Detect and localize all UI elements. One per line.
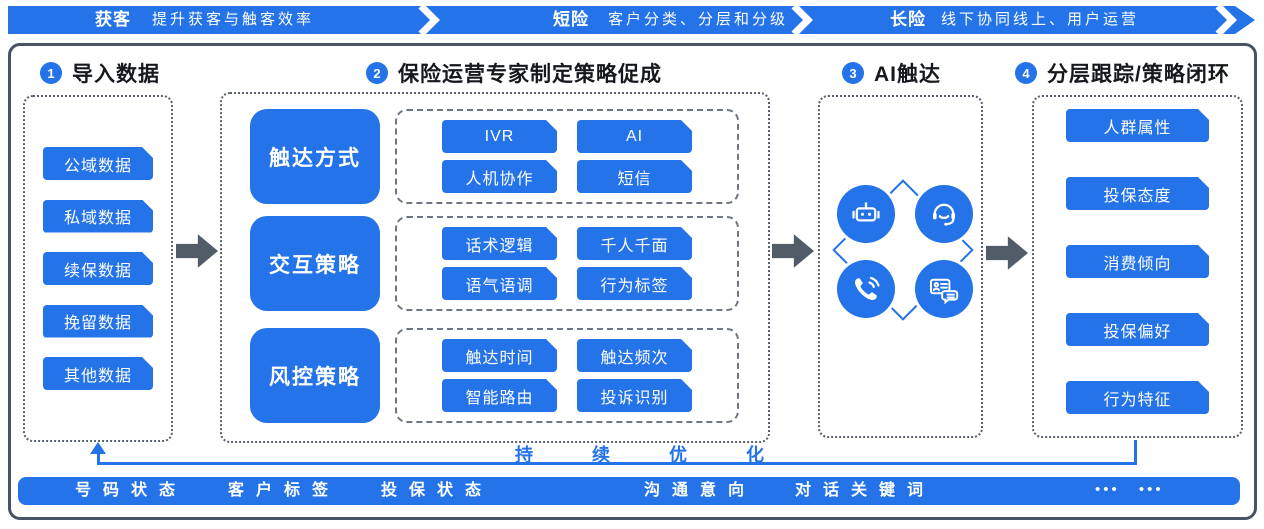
feedback-label: 持续优化 <box>515 445 823 465</box>
strategy-chip: 智能路由 <box>442 379 557 412</box>
strategy-box: 触达方式 IVR AI 人机协作 短信 交互策略 话术逻辑 千人千面 语气语调 … <box>220 92 770 443</box>
strategy-chip: 人机协作 <box>442 160 557 193</box>
group-label: 触达方式 <box>250 109 380 204</box>
import-data-box: 公域数据 私域数据 续保数据 挽留数据 其他数据 <box>23 95 173 442</box>
banner-segment-1-subtitle: 提升获客与触客效率 <box>152 11 315 28</box>
feedback-line-bottom <box>97 462 1137 465</box>
agent-headset-icon <box>915 185 973 243</box>
strategy-chip: 短信 <box>577 160 692 193</box>
phone-call-icon <box>837 260 895 318</box>
robot-icon <box>837 185 895 243</box>
signal-bar: 号码状态 客户标签 投保状态 沟通意向 对话关键词 ••• ••• <box>18 477 1240 505</box>
tracking-chip: 人群属性 <box>1066 109 1209 142</box>
section-3-header: 3 AI触达 <box>842 60 941 86</box>
strategy-chip: 行为标签 <box>577 267 692 300</box>
section-1-header: 1 导入数据 <box>40 60 160 86</box>
step-4-badge: 4 <box>1015 62 1037 84</box>
signal-item: 号码状态 <box>75 482 188 499</box>
group-chips-box: IVR AI 人机协作 短信 <box>395 109 739 204</box>
data-chip: 挽留数据 <box>43 305 153 338</box>
feedback-line-left <box>97 452 100 464</box>
feedback-line-right <box>1134 440 1137 465</box>
tracking-box: 人群属性 投保态度 消费倾向 投保偏好 行为特征 <box>1032 95 1243 438</box>
banner-arrow-shape <box>8 3 1255 37</box>
phase-banner <box>0 3 1264 37</box>
group-chips-box: 话术逻辑 千人千面 语气语调 行为标签 <box>395 216 739 311</box>
step-2-badge: 2 <box>366 62 388 84</box>
banner-segment-3-title: 长险 <box>890 10 926 29</box>
section-1-title: 导入数据 <box>72 63 160 86</box>
feedback-arrowhead <box>90 442 106 454</box>
section-2-title: 保险运营专家制定策略促成 <box>398 63 662 86</box>
tracking-chip: 投保态度 <box>1066 177 1209 210</box>
strategy-chip: 触达频次 <box>577 339 692 372</box>
data-chip: 续保数据 <box>43 252 153 285</box>
section-4-title: 分层跟踪/策略闭环 <box>1047 63 1230 86</box>
strategy-chip: AI <box>577 120 692 153</box>
strategy-chip: 触达时间 <box>442 339 557 372</box>
group-label: 交互策略 <box>250 216 380 311</box>
tracking-chip: 消费倾向 <box>1066 245 1209 278</box>
chat-card-icon <box>915 260 973 318</box>
ellipsis-dots: ••• ••• <box>1095 481 1164 498</box>
strategy-chip: 语气语调 <box>442 267 557 300</box>
section-2-header: 2 保险运营专家制定策略促成 <box>366 60 662 86</box>
banner-segment-2-subtitle: 客户分类、分层和分级 <box>608 11 789 28</box>
section-3-title: AI触达 <box>874 63 941 86</box>
banner-segment-2-title: 短险 <box>553 10 589 29</box>
strategy-chip: IVR <box>442 120 557 153</box>
section-4-header: 4 分层跟踪/策略闭环 <box>1015 60 1230 86</box>
banner-segment-1-title: 获客 <box>95 10 131 29</box>
tracking-chip: 投保偏好 <box>1066 313 1209 346</box>
ai-touch-box <box>818 95 983 438</box>
signal-item: 投保状态 <box>381 482 494 499</box>
signal-item: 对话关键词 <box>795 482 936 499</box>
signal-item: 客户标签 <box>228 482 341 499</box>
group-label: 风控策略 <box>250 328 380 423</box>
signal-item: 沟通意向 <box>644 482 757 499</box>
step-1-badge: 1 <box>40 62 62 84</box>
tracking-chip: 行为特征 <box>1066 381 1209 414</box>
group-chips-box: 触达时间 触达频次 智能路由 投诉识别 <box>395 328 739 423</box>
data-chip: 其他数据 <box>43 357 153 390</box>
strategy-chip: 话术逻辑 <box>442 227 557 260</box>
strategy-chip: 千人千面 <box>577 227 692 260</box>
data-chip: 私域数据 <box>43 200 153 233</box>
data-chip: 公域数据 <box>43 147 153 180</box>
step-3-badge: 3 <box>842 62 864 84</box>
banner-segment-3-subtitle: 线下协同线上、用户运营 <box>941 11 1140 28</box>
strategy-chip: 投诉识别 <box>577 379 692 412</box>
